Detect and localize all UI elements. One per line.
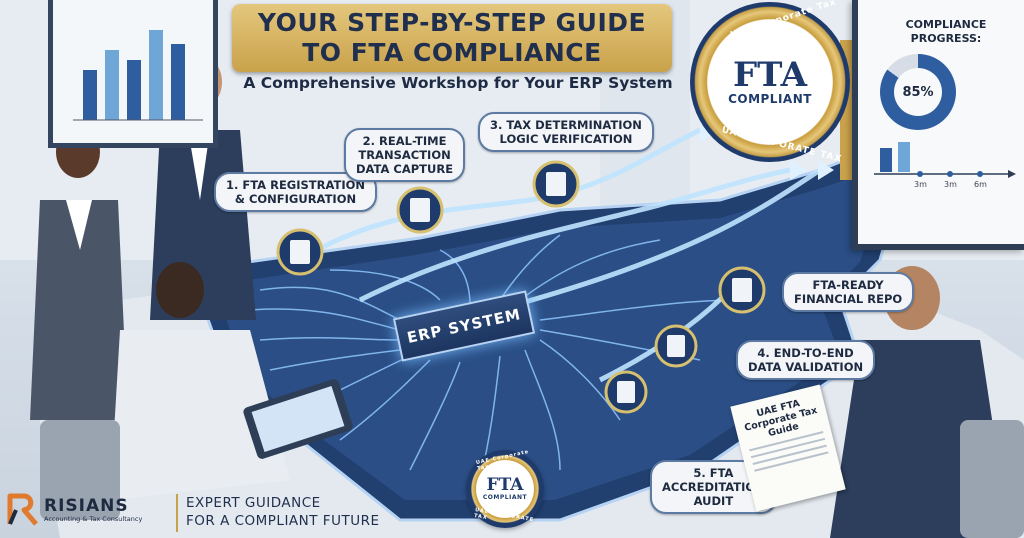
step-2-line-1: 2. REAL-TIME: [362, 134, 447, 148]
risians-logo-icon: [7, 493, 38, 526]
medallion-fta: FTA: [733, 55, 807, 95]
financial-report-line-1: FTA-READY: [812, 278, 884, 292]
right-monitor: [852, 0, 1024, 250]
financial-report-card: FTA-READY FINANCIAL REPO: [782, 272, 915, 312]
step-5-line-3: AUDIT: [693, 494, 734, 508]
axis-label-2: 6m: [974, 180, 987, 189]
brand-name: RISIANS: [44, 495, 129, 516]
footer-slogan: EXPERT GUIDANCE FOR A COMPLIANT FUTURE: [186, 494, 380, 530]
step-2-card: 2. REAL-TIME TRANSACTION DATA CAPTURE: [344, 128, 466, 182]
medallion-compliant: COMPLIANT: [728, 92, 812, 106]
left-monitor: [48, 0, 218, 148]
small-badge-compliant: COMPLIANT: [482, 494, 528, 501]
subtitle: A Comprehensive Workshop for Your ERP Sy…: [243, 74, 673, 92]
step-2-line-3: DATA CAPTURE: [356, 162, 454, 176]
step-1-line-1: 1. FTA REGISTRATION: [226, 178, 366, 192]
axis-label-1: 3m: [944, 180, 957, 189]
person-seated-woman: [110, 262, 353, 500]
fta-compliant-medallion: FTA COMPLIANT UAE Corporate Tax UAE CORP…: [690, 0, 850, 165]
slogan-line-2: FOR A COMPLIANT FUTURE: [186, 513, 380, 529]
brand-tagline: Accounting & Tax Consultancy: [44, 514, 143, 523]
left-monitor-bar-chart: [73, 30, 203, 121]
step-1-card: 1. FTA REGISTRATION & CONFIGURATION: [214, 172, 378, 212]
title-line-1: YOUR STEP-BY-STEP GUIDE: [257, 8, 647, 37]
step-4-line-2: DATA VALIDATION: [748, 360, 864, 374]
step-1-line-2: & CONFIGURATION: [234, 192, 357, 206]
title-banner: YOUR STEP-BY-STEP GUIDE TO FTA COMPLIANC…: [232, 4, 672, 72]
step-3-line-1: 3. TAX DETERMINATION: [490, 118, 642, 132]
step-4-line-1: 4. END-TO-END: [757, 346, 854, 360]
compliance-progress-value: 85%: [894, 68, 942, 116]
fta-compliant-small-badge: FTA COMPLIANT UAE Corporate Tax UAE CORP…: [466, 449, 544, 528]
step-2-line-2: TRANSACTION: [358, 148, 451, 162]
step-3-line-2: LOGIC VERIFICATION: [499, 132, 633, 146]
step-icons: [276, 160, 766, 414]
progress-trend-chart: 3m 3m 6m: [874, 142, 1016, 189]
step-4-card: 4. END-TO-END DATA VALIDATION: [736, 340, 876, 380]
axis-label-0: 3m: [914, 180, 927, 189]
compliance-progress-donut: 85%: [880, 54, 956, 130]
risians-logo: RISIANS Accounting & Tax Consultancy: [6, 492, 142, 528]
step-5-line-2: ACCREDITATION: [662, 480, 765, 494]
step-5-line-1: 5. FTA: [693, 466, 734, 480]
small-badge-fta: FTA: [486, 475, 524, 495]
financial-report-line-2: FINANCIAL REPO: [794, 292, 903, 306]
footer-divider: [176, 494, 178, 532]
slogan-line-1: EXPERT GUIDANCE: [186, 495, 321, 511]
step-3-card: 3. TAX DETERMINATION LOGIC VERIFICATION: [478, 112, 654, 152]
medallion-arc-top: UAE Corporate Tax: [729, 0, 838, 41]
title-line-2: TO FTA COMPLIANCE: [302, 38, 602, 67]
compliance-progress-title: COMPLIANCE PROGRESS:: [905, 18, 987, 45]
